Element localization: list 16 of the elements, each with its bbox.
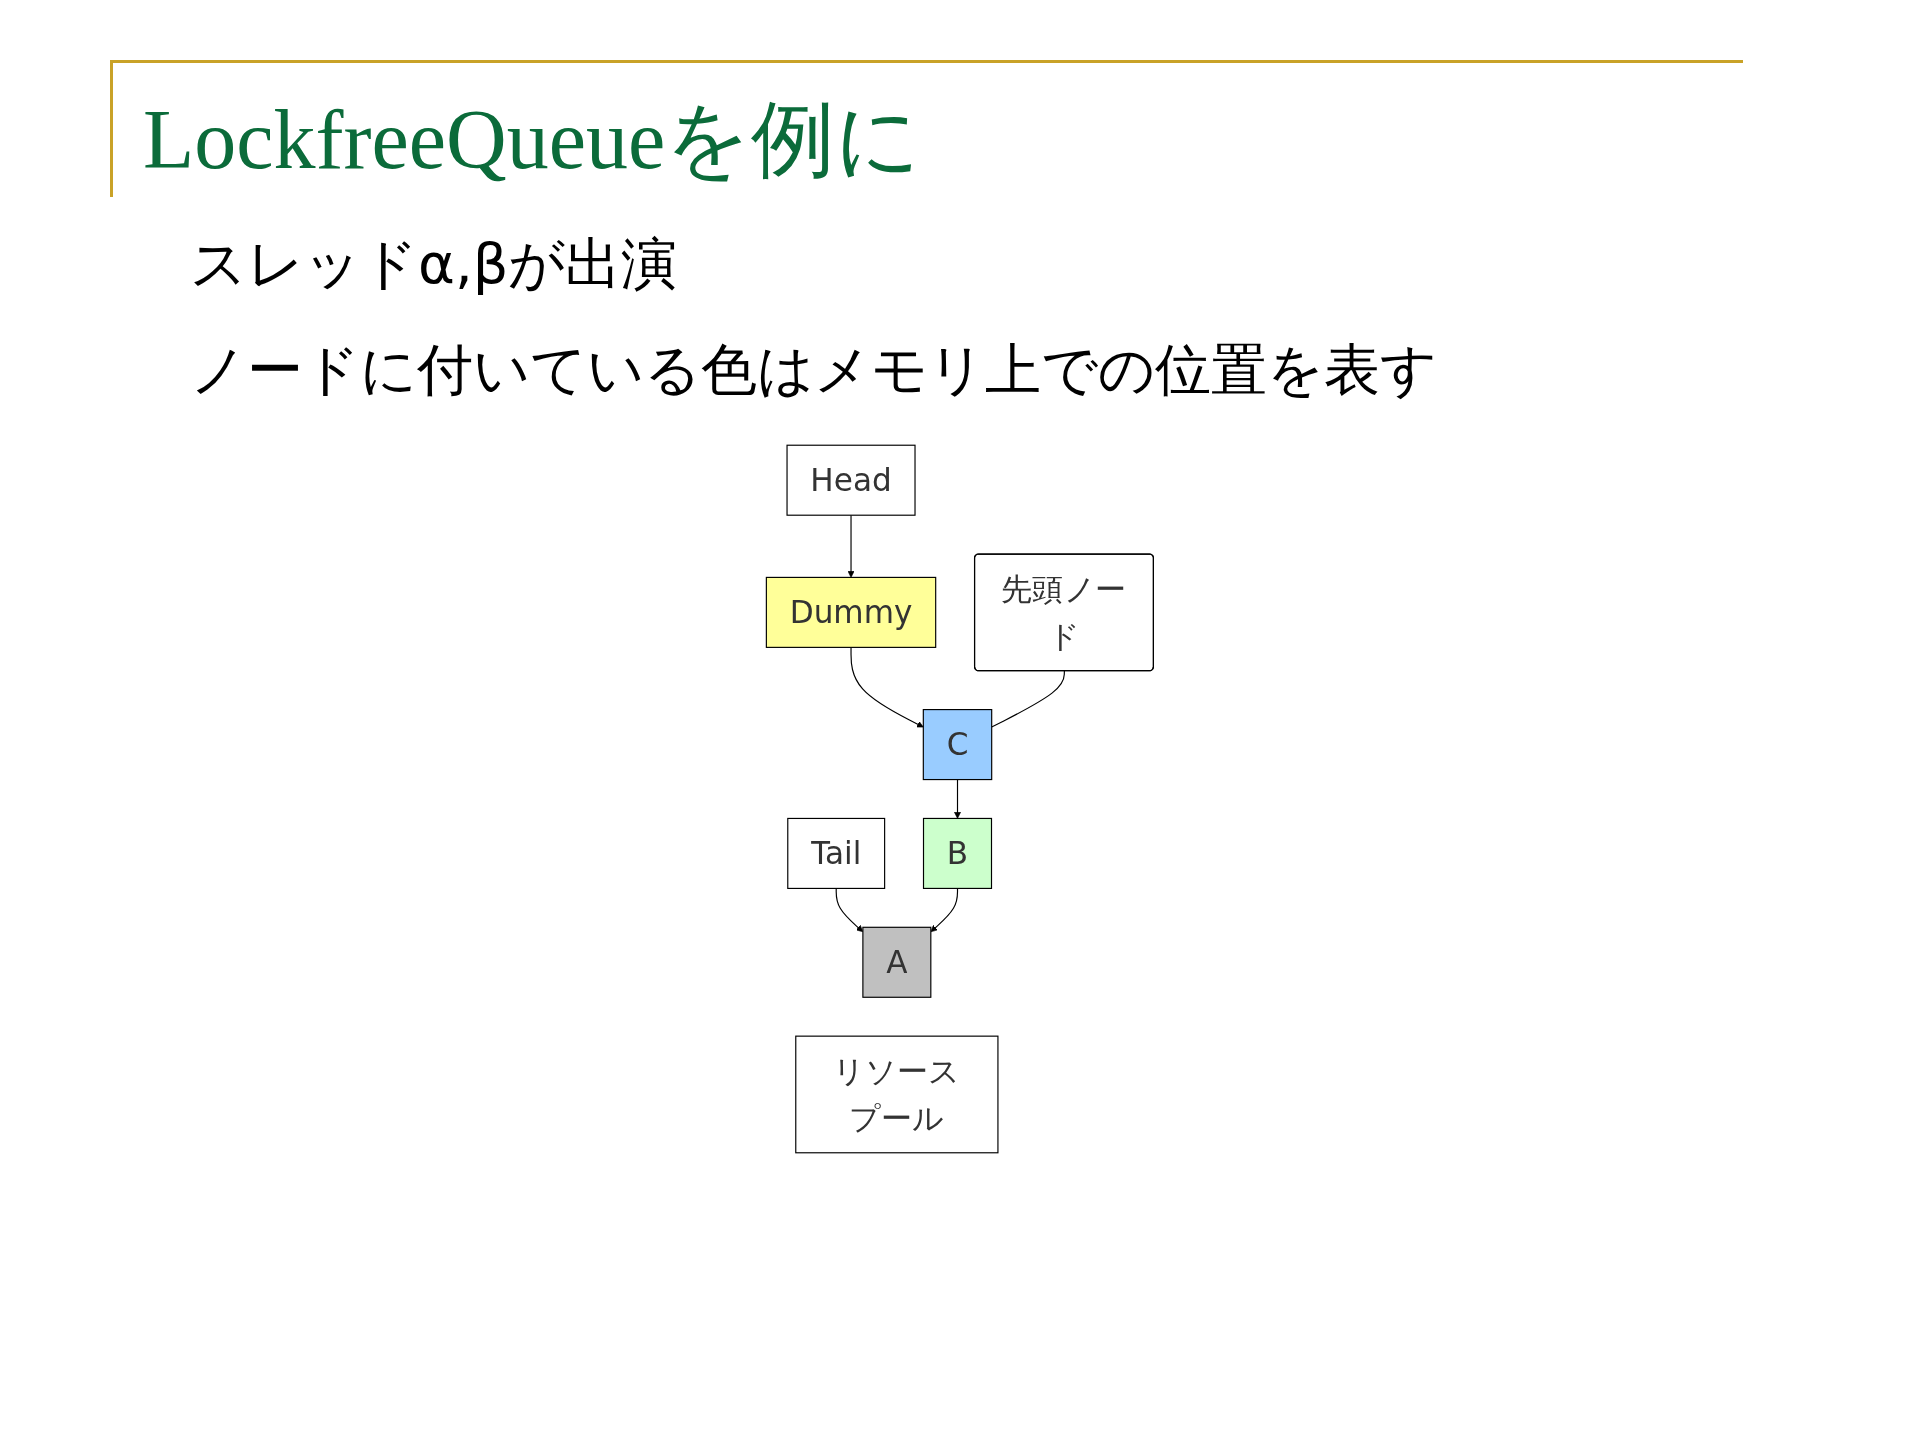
node-box: C [922,709,993,781]
connector [991,670,1066,728]
arrow [850,646,924,728]
arrow [835,887,864,933]
slide-title: LockfreeQueueを例に [110,60,1743,197]
node-box: Head [786,444,916,516]
arrow [954,778,962,819]
node-box: A [862,926,932,998]
bullet-text: ノードに付いている色はメモリ上での位置を表す [190,336,1438,404]
node-box: リソースプール [795,1035,999,1154]
arrow [930,887,959,933]
node-box: B [923,817,993,889]
bullet-text: スレッドα,βが出演 [190,230,679,298]
arrow [847,514,855,578]
node-box: Tail [787,817,886,889]
node-box: Dummy [765,576,937,648]
